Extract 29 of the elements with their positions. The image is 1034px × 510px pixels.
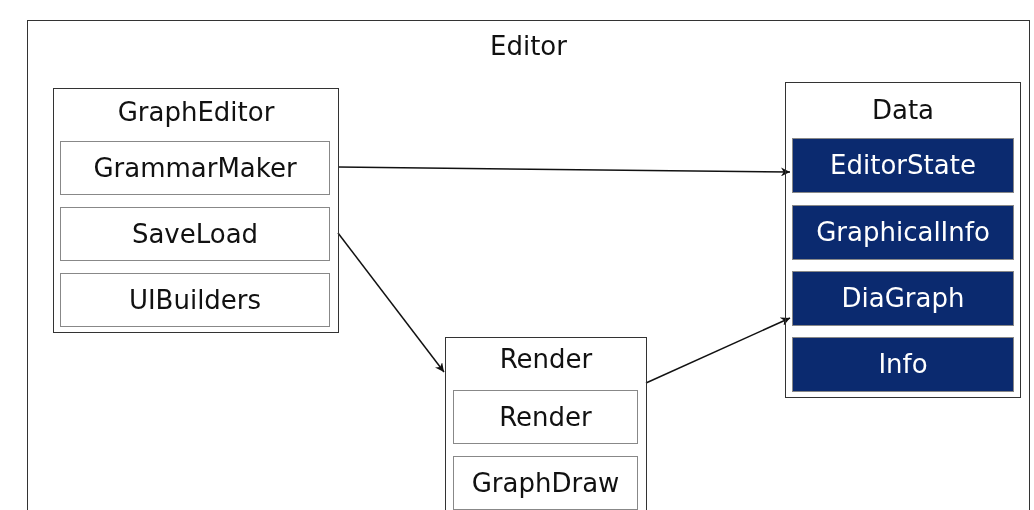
- arrow: [645, 317, 791, 384]
- component-box: [60, 141, 330, 195]
- component-label: UIBuilders: [128, 285, 262, 315]
- component-label: GrammarMaker: [93, 153, 297, 183]
- module-box: [785, 82, 1021, 398]
- data-box: [792, 138, 1014, 193]
- component-label: GraphicalInfo: [816, 217, 990, 247]
- component-box: [60, 273, 330, 327]
- data-box: [792, 271, 1014, 326]
- component-label: GraphDraw: [471, 468, 620, 498]
- module-title: Data: [871, 95, 935, 125]
- container-box: [27, 20, 1030, 510]
- component-box: [453, 456, 638, 510]
- component-label: DiaGraph: [841, 283, 965, 313]
- component-label: SaveLoad: [131, 219, 259, 249]
- component-label: Render: [499, 402, 592, 432]
- module-title: Render: [499, 344, 593, 374]
- module-box: [53, 88, 339, 333]
- data-box: [792, 205, 1014, 260]
- arrow: [337, 166, 791, 177]
- module-title: Editor: [490, 31, 567, 61]
- data-box: [792, 337, 1014, 392]
- component-label: Info: [878, 349, 928, 379]
- module-title: GraphEditor: [117, 97, 275, 127]
- component-box: [60, 207, 330, 261]
- component-box: [453, 390, 638, 444]
- component-label: EditorState: [830, 150, 976, 180]
- module-box: [445, 337, 647, 510]
- arrow: [337, 232, 445, 373]
